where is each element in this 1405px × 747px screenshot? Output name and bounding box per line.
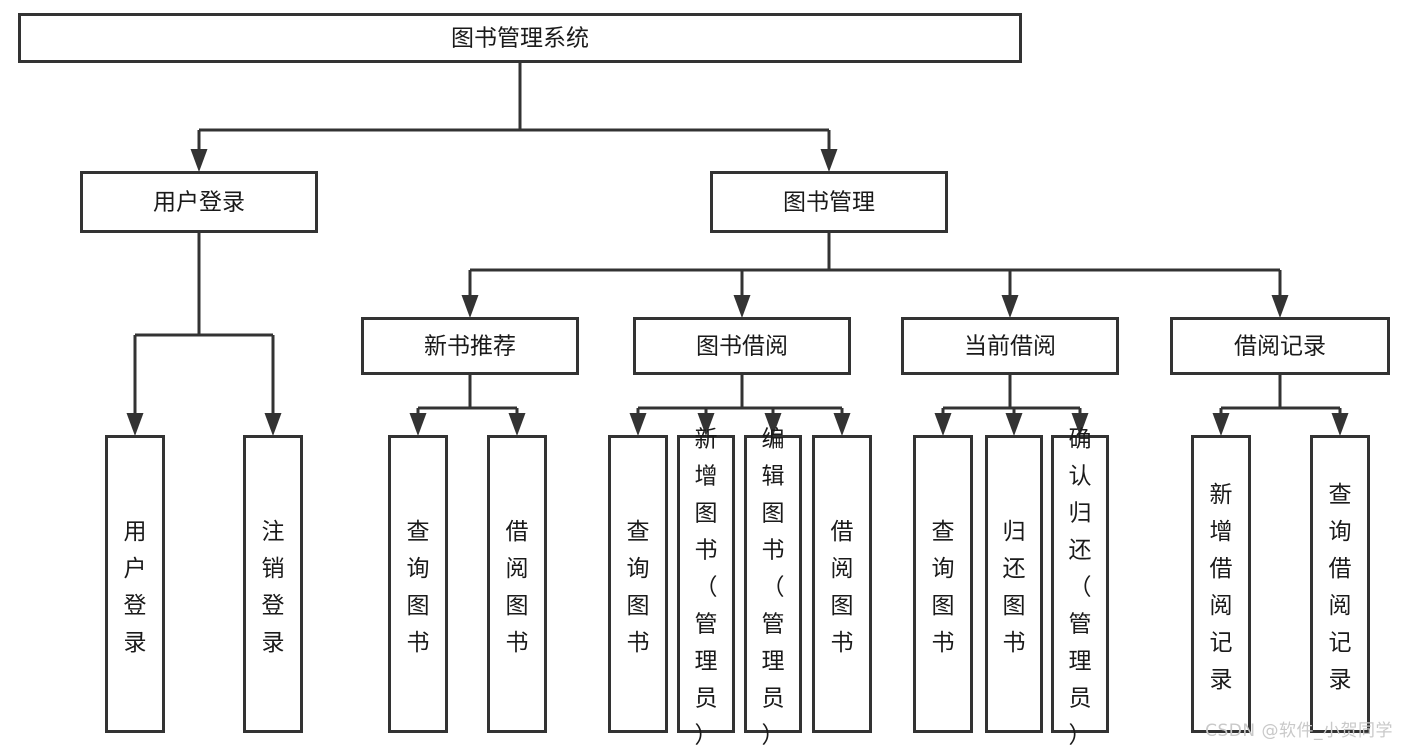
edge-group-book-manage bbox=[461, 233, 1289, 318]
node-label: 用户登录 bbox=[153, 190, 245, 216]
node-leaf-user-login[interactable]: 用户登录 bbox=[105, 435, 165, 733]
node-label: 图书管理 bbox=[783, 190, 875, 216]
edge-group-root bbox=[190, 63, 838, 172]
node-current-borrow[interactable]: 当前借阅 bbox=[901, 317, 1119, 375]
node-label: 查询借阅记录 bbox=[1329, 482, 1352, 693]
node-borrow-record[interactable]: 借阅记录 bbox=[1170, 317, 1390, 375]
nodes-layer: 图书管理系统用户登录图书管理新书推荐图书借阅当前借阅借阅记录用户登录注销登录查询… bbox=[18, 13, 1390, 747]
node-book-borrow[interactable]: 图书借阅 bbox=[633, 317, 851, 375]
csdn-watermark: CSDN @软件_小贺同学 bbox=[1205, 721, 1393, 741]
node-label: 图书借阅 bbox=[696, 334, 788, 360]
node-leaf-add-record[interactable]: 新增借阅记录 bbox=[1191, 435, 1251, 733]
node-label: 借阅图书 bbox=[506, 519, 529, 656]
node-label: 注销登录 bbox=[262, 519, 285, 656]
edge-group-current-borrow bbox=[934, 375, 1089, 436]
node-leaf-borrow-book-rec[interactable]: 借阅图书 bbox=[487, 435, 547, 733]
node-user-login[interactable]: 用户登录 bbox=[80, 171, 318, 233]
node-label: 用户登录 bbox=[124, 519, 147, 656]
node-leaf-query-record[interactable]: 查询借阅记录 bbox=[1310, 435, 1370, 733]
node-label: 新增借阅记录 bbox=[1210, 482, 1233, 693]
node-leaf-edit-book[interactable]: 编辑图书（管理员） bbox=[744, 426, 802, 747]
node-label: 图书管理系统 bbox=[451, 26, 589, 52]
node-label: 新增图书（管理员） bbox=[695, 426, 718, 747]
node-leaf-confirm-return[interactable]: 确认归还（管理员） bbox=[1051, 426, 1109, 747]
node-leaf-logout[interactable]: 注销登录 bbox=[243, 435, 303, 733]
node-leaf-query-book-cur[interactable]: 查询图书 bbox=[913, 435, 973, 733]
node-label: 归还图书 bbox=[1003, 519, 1026, 656]
node-root[interactable]: 图书管理系统 bbox=[18, 13, 1022, 63]
node-label: 查询图书 bbox=[627, 519, 650, 656]
node-label: 查询图书 bbox=[932, 519, 955, 656]
node-label: 编辑图书（管理员） bbox=[762, 426, 785, 747]
edge-group-book-borrow bbox=[629, 375, 851, 436]
node-label: 借阅记录 bbox=[1234, 334, 1326, 360]
node-leaf-query-book[interactable]: 查询图书 bbox=[608, 435, 668, 733]
edges-layer bbox=[126, 63, 1349, 436]
node-book-manage[interactable]: 图书管理 bbox=[710, 171, 948, 233]
edge-group-user-login bbox=[126, 233, 282, 436]
node-leaf-borrow-book[interactable]: 借阅图书 bbox=[812, 435, 872, 733]
node-label: 新书推荐 bbox=[424, 334, 516, 360]
node-leaf-return-book[interactable]: 归还图书 bbox=[985, 435, 1043, 733]
node-label: 确认归还（管理员） bbox=[1069, 426, 1092, 747]
edge-group-borrow-record bbox=[1212, 375, 1349, 436]
node-label: 当前借阅 bbox=[964, 334, 1056, 360]
node-leaf-add-book[interactable]: 新增图书（管理员） bbox=[677, 426, 735, 747]
node-label: 借阅图书 bbox=[831, 519, 854, 656]
node-leaf-query-book-rec[interactable]: 查询图书 bbox=[388, 435, 448, 733]
node-label: 查询图书 bbox=[407, 519, 430, 656]
node-new-book-rec[interactable]: 新书推荐 bbox=[361, 317, 579, 375]
edge-group-new-book-rec bbox=[409, 375, 526, 436]
